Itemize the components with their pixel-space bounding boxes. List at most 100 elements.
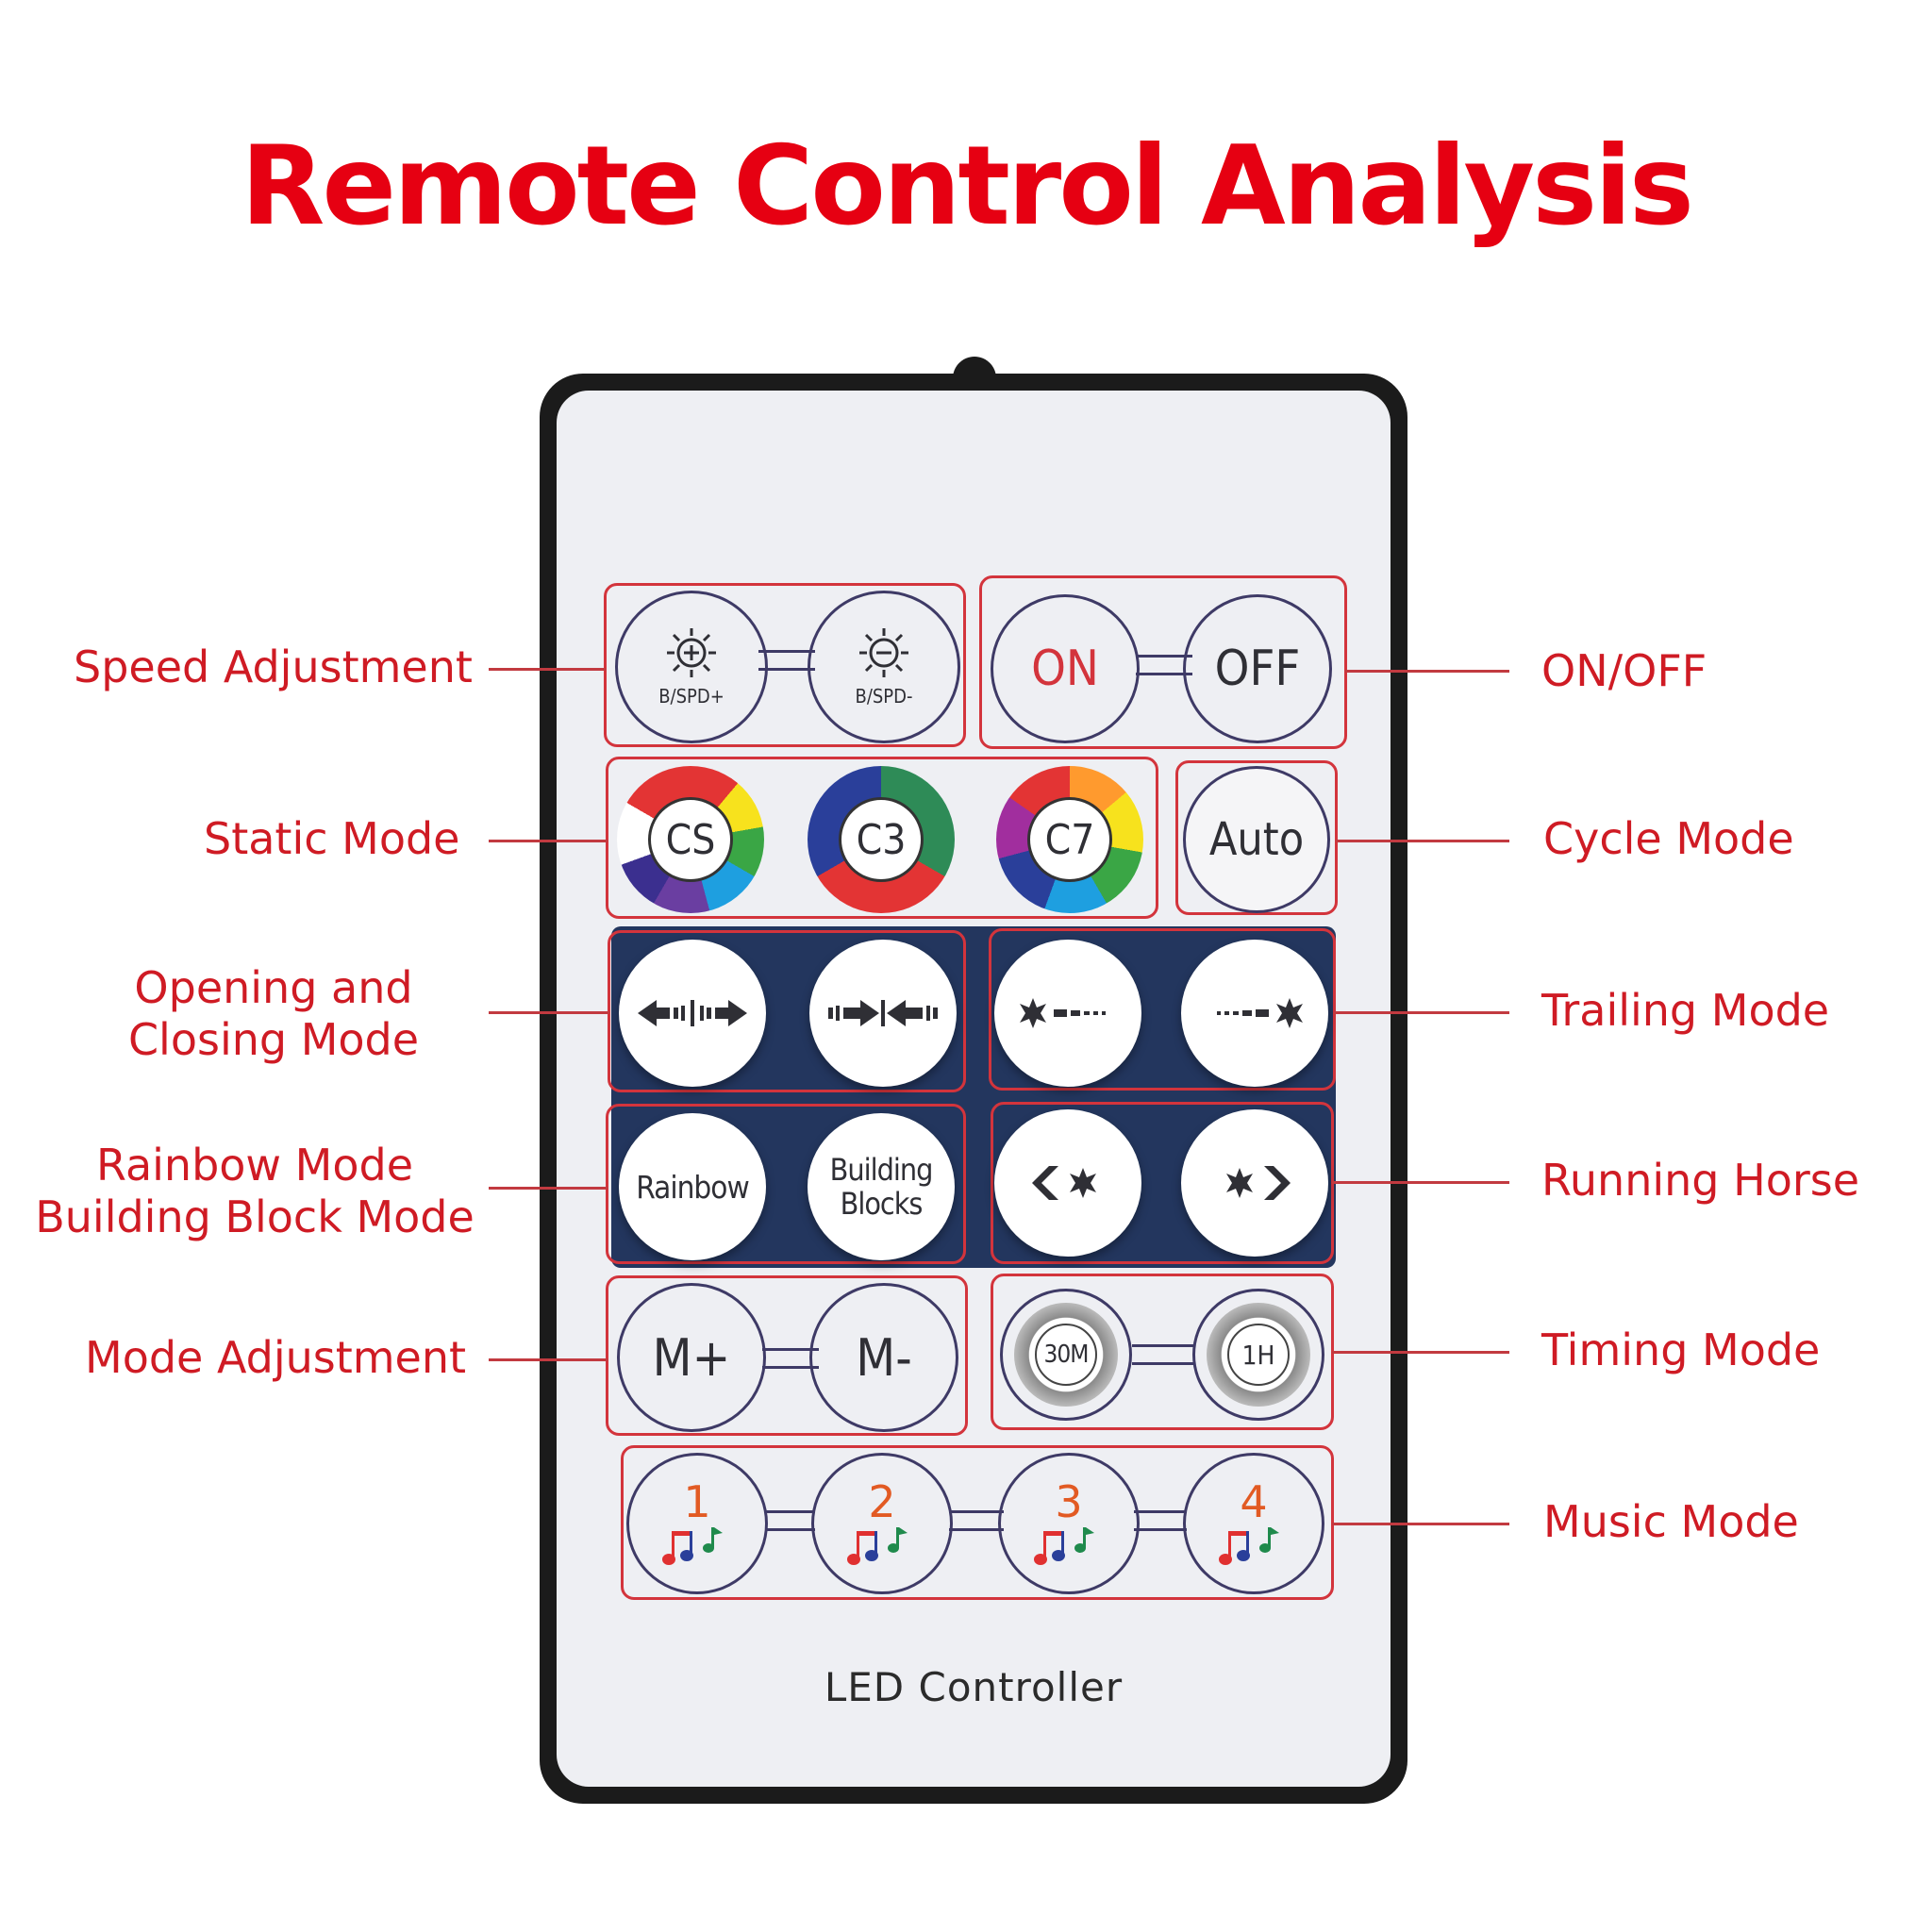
music-1-button[interactable]: 1 [626,1453,768,1594]
trail-right-button[interactable] [1181,940,1328,1087]
rainbow-leader-line [489,1187,608,1190]
music-connector-3 [1134,1510,1187,1531]
star-trail-right-icon [1203,994,1307,1032]
auto-label: Auto [1208,813,1305,866]
rainbow-group [606,1104,966,1264]
rainbow-label-line-1: Rainbow Mode [96,1140,413,1191]
mode-plus-button[interactable]: M+ [617,1283,766,1432]
music-3-button[interactable]: 3 [998,1453,1140,1594]
music-3-number: 3 [1055,1476,1083,1527]
music-leader-line [1332,1523,1509,1525]
c3-button-center: C3 [839,797,924,882]
c3-label: C3 [856,815,907,864]
auto-button[interactable]: Auto [1183,766,1330,913]
on-label: ON [1031,641,1099,697]
static-mode-label: Static Mode [204,813,460,864]
star-chevron-right-icon [1217,1162,1292,1204]
timing-connector [1132,1344,1194,1365]
music-notes-icon [1219,1524,1289,1567]
chevron-star-left-icon [1030,1162,1106,1204]
timer-30m-label: 30M [1043,1341,1090,1369]
c3-button[interactable]: C3 [808,766,955,913]
arrows-inward-icon [826,994,940,1032]
music-notes-icon [662,1524,732,1567]
brightness-up-button[interactable]: B/SPD+ [615,591,768,743]
mode-adjustment-label: Mode Adjustment [85,1332,467,1383]
onoff-leader-line [1345,670,1509,673]
trail-left-button[interactable] [994,940,1141,1087]
rainbow-building-label: Rainbow Mode Building Block Mode [28,1140,481,1243]
music-notes-icon [1034,1524,1104,1567]
building-blocks-button[interactable]: Building Blocks [808,1113,955,1260]
onoff-label: ON/OFF [1541,645,1707,696]
mode-adj-leader-line [489,1358,608,1361]
mode-adj-connector [762,1348,819,1369]
cycle-leader-line [1336,840,1509,842]
on-button[interactable]: ON [991,594,1140,743]
opening-label-line-2: Closing Mode [127,1014,420,1065]
timer-30m-dial: 30M [1014,1303,1118,1407]
trailing-leader-line [1334,1011,1509,1014]
star-trail-left-icon [1016,994,1120,1032]
cs-button-center: CS [648,797,733,882]
run-right-button[interactable] [1181,1109,1328,1257]
speed-adjustment-label: Speed Adjustment [74,641,473,692]
timer-1h-dial: 1H [1207,1303,1310,1407]
mode-adj-group [606,1275,968,1436]
cycle-mode-label: Cycle Mode [1543,813,1794,864]
off-button[interactable]: OFF [1183,594,1332,743]
timer-30m-button[interactable]: 30M [1000,1289,1132,1421]
trailing-group [989,928,1336,1091]
onoff-group [979,575,1347,749]
brightness-down-label: B/SPD- [855,685,913,708]
music-4-button[interactable]: 4 [1183,1453,1324,1594]
mode-minus-label: M- [856,1327,912,1388]
rainbow-label-line-2: Building Block Mode [35,1191,475,1242]
static-group [606,757,1158,919]
timing-mode-label: Timing Mode [1541,1324,1821,1375]
building-label: Building [829,1152,934,1188]
sun-minus-icon [858,626,910,679]
off-label: OFF [1214,641,1301,697]
rainbow-label: Rainbow [636,1168,749,1206]
cs-button[interactable]: CS [617,766,764,913]
music-notes-icon [847,1524,917,1567]
closing-button[interactable] [809,940,957,1087]
music-1-number: 1 [683,1476,711,1527]
timer-1h-center: 1H [1227,1324,1290,1386]
timing-leader-line [1332,1351,1509,1354]
trailing-mode-label: Trailing Mode [1541,985,1830,1036]
mode-plus-label: M+ [652,1327,731,1388]
onoff-connector [1136,655,1192,675]
speed-group [604,583,966,747]
opening-button[interactable] [619,940,766,1087]
music-mode-label: Music Mode [1543,1496,1799,1547]
rainbow-button[interactable]: Rainbow [619,1113,766,1260]
mode-minus-button[interactable]: M- [809,1283,958,1432]
cs-label: CS [665,815,716,864]
speed-leader-line [489,668,606,671]
cycle-group [1175,760,1338,915]
brightness-down-button[interactable]: B/SPD- [808,591,960,743]
page-title: Remote Control Analysis [241,123,1694,250]
static-leader-line [489,840,608,842]
timer-1h-label: 1H [1241,1339,1275,1371]
music-connector-2 [949,1510,1004,1531]
c7-label: C7 [1044,815,1095,864]
brightness-up-label: B/SPD+ [658,685,724,708]
timer-30m-center: 30M [1035,1324,1097,1386]
remote-footer-label: LED Controller [824,1664,1124,1710]
arrows-outward-icon [636,994,749,1032]
c7-button[interactable]: C7 [996,766,1143,913]
music-2-number: 2 [868,1476,896,1527]
running-leader-line [1332,1181,1509,1184]
music-2-button[interactable]: 2 [811,1453,953,1594]
music-4-number: 4 [1240,1476,1268,1527]
run-left-button[interactable] [994,1109,1141,1257]
speed-connector [758,650,815,671]
sun-plus-icon [665,626,718,679]
blocks-label: Blocks [840,1186,924,1222]
opening-leader-line [489,1011,609,1014]
music-connector-1 [766,1510,815,1531]
timer-1h-button[interactable]: 1H [1192,1289,1324,1421]
